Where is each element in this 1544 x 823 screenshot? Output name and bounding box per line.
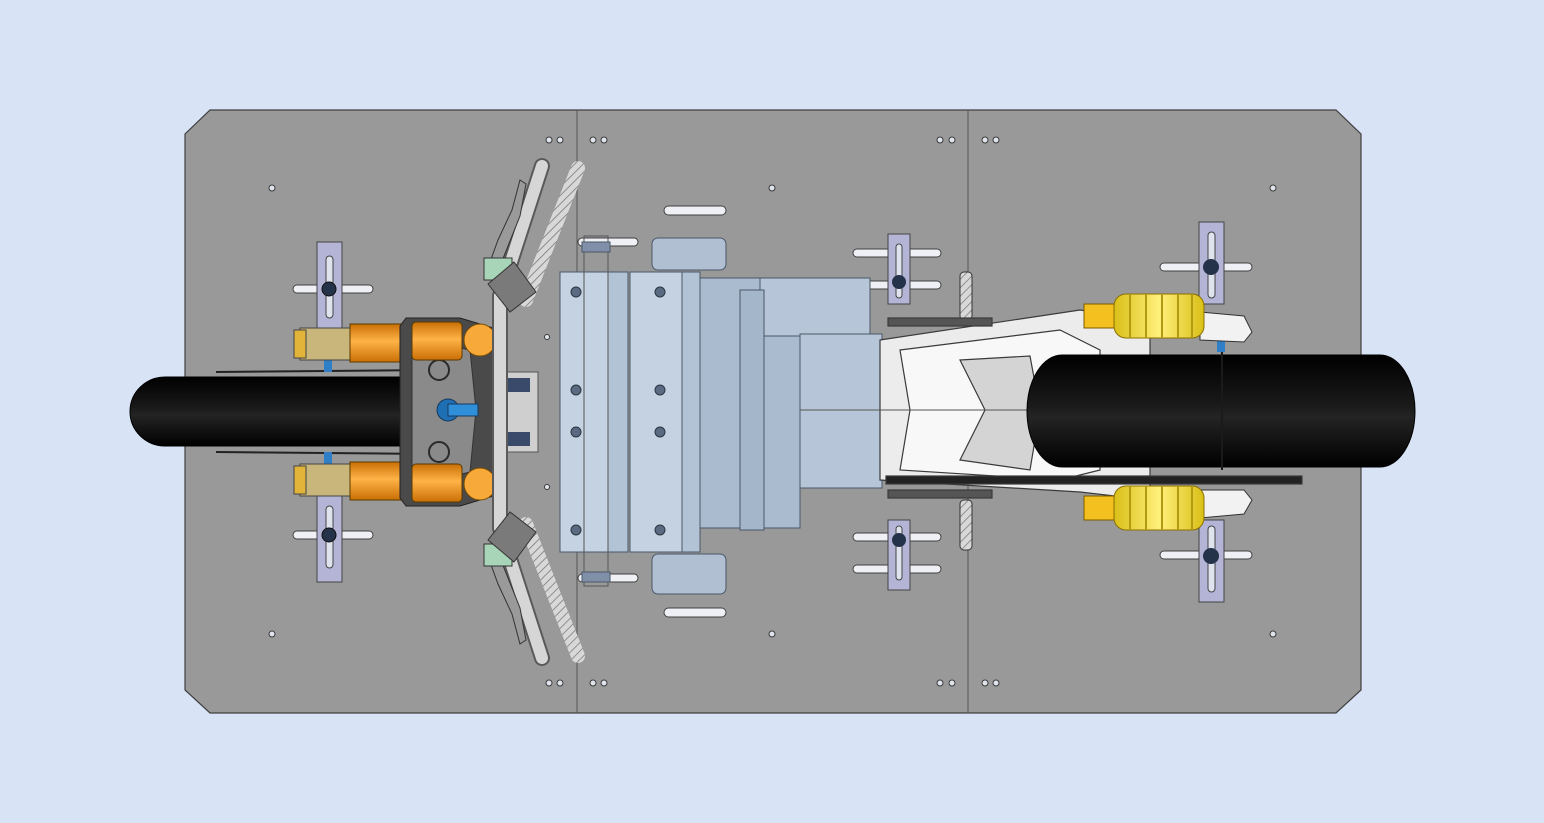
rear-axle-brackets [1199,311,1253,519]
rear-shock-springs [1083,293,1205,531]
mounting-holes [268,136,1277,687]
triple-clamp [399,317,539,507]
rear-tire [1026,352,1416,470]
brake-levers [483,179,537,645]
footpeg-posts [959,271,973,551]
handlebar [492,158,585,666]
rear-wheel-clamp-brackets [887,221,1225,603]
engine-block [559,235,883,595]
right-grip [519,517,585,663]
front-tire [129,369,431,455]
left-grip [519,161,585,307]
